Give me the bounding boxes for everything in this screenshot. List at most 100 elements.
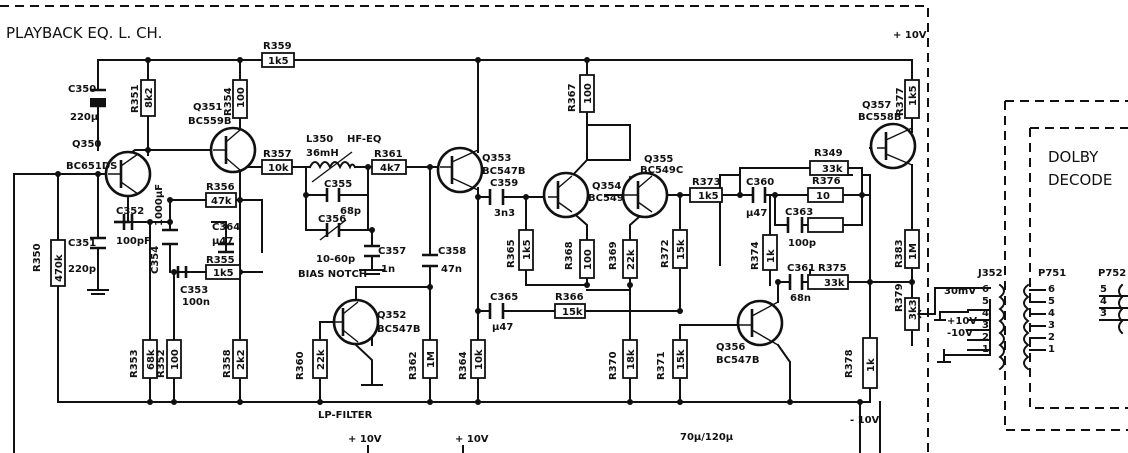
svg-text:C351: C351 (68, 238, 96, 249)
svg-text:R370: R370 (608, 351, 619, 380)
svg-text:5: 5 (982, 296, 989, 307)
svg-text:R372: R372 (660, 239, 671, 268)
svg-text:100: 100 (236, 87, 247, 108)
svg-text:C350: C350 (68, 84, 96, 95)
svg-text:μ47: μ47 (492, 322, 513, 333)
resistor-r350: R350 470k (32, 239, 66, 287)
resistor-r371: R372 15k (660, 229, 688, 269)
resistor-r367: R368 100 (564, 239, 595, 279)
svg-text:C361: C361 (787, 263, 815, 274)
inductor-l350: L350 36mH HF-EQ (306, 134, 381, 183)
svg-text:6: 6 (982, 284, 989, 295)
svg-text:C359: C359 (490, 178, 518, 189)
resistor-r375: R376 10 (807, 176, 844, 203)
capacitor-c353: C353 100n (176, 266, 210, 308)
svg-text:1n: 1n (381, 264, 395, 275)
connector-j352: J352 6 5 4 3 2 1 +10V -10V (947, 268, 1005, 371)
svg-text:R359: R359 (263, 41, 292, 52)
svg-text:1k5: 1k5 (213, 268, 234, 279)
svg-text:R371: R371 (656, 351, 667, 380)
resistor-r366: R367 100 (567, 74, 595, 113)
svg-text:22k: 22k (316, 349, 327, 370)
svg-text:R356: R356 (206, 182, 235, 193)
svg-text:C358: C358 (438, 246, 466, 257)
svg-text:100pF: 100pF (116, 236, 151, 247)
resistor-r374: R375 33k (807, 263, 849, 290)
junctions (55, 57, 915, 405)
svg-text:6: 6 (1048, 284, 1055, 295)
transistor-q350: Q350 BC651DS (66, 139, 152, 198)
supply-bottom-1: + 10V (348, 434, 382, 445)
svg-text:R365: R365 (506, 239, 517, 268)
svg-text:4: 4 (982, 308, 989, 319)
svg-text:4: 4 (1100, 296, 1107, 307)
resistor-r364: R365 1k5 (506, 229, 534, 271)
svg-text:P751: P751 (1038, 268, 1066, 279)
svg-text:μ47: μ47 (746, 208, 767, 219)
svg-text:C357: C357 (378, 246, 406, 257)
svg-text:-10V: -10V (947, 328, 973, 339)
svg-text:C364: C364 (212, 222, 240, 233)
resistor-r356: R356 47k (205, 182, 237, 208)
q355-type: BC549C (640, 165, 683, 176)
capacitor-c360: C360 μ47 (746, 177, 774, 219)
wiring (13, 59, 991, 453)
q352-ref: Q352 (377, 310, 406, 321)
connector-p752: P752 5 4 3 (1098, 268, 1128, 335)
svg-text:4: 4 (1048, 308, 1055, 319)
svg-text:15k: 15k (676, 349, 687, 370)
svg-text:R364: R364 (458, 351, 469, 380)
transistor-q354: Q354 BC549C (542, 171, 631, 219)
schematic-title: PLAYBACK EQ. L. CH. (6, 24, 162, 42)
q356-ref: Q356 (716, 342, 745, 353)
svg-text:10k: 10k (474, 349, 485, 370)
board-outline (0, 5, 1128, 453)
q354-type: BC549C (588, 193, 631, 204)
svg-text:1000μF: 1000μF (154, 184, 165, 226)
svg-text:68p: 68p (340, 206, 361, 217)
svg-text:33k: 33k (822, 164, 843, 175)
svg-text:220p: 220p (68, 264, 96, 275)
svg-text:3: 3 (1100, 308, 1107, 319)
capacitor-c363: C363 100p (785, 207, 816, 249)
svg-text:33k: 33k (824, 278, 845, 289)
svg-text:R354: R354 (223, 87, 234, 116)
svg-text:3: 3 (982, 320, 989, 331)
capacitors: C350 220μ C351 220p C352 100pF C353 100n… (68, 84, 816, 333)
svg-text:15k: 15k (676, 239, 687, 260)
svg-text:1: 1 (982, 344, 989, 355)
resistor-r349 (807, 217, 844, 233)
transistor-q353: Q353 BC547B (436, 146, 525, 194)
svg-text:5: 5 (1048, 296, 1055, 307)
transistor-q351: Q351 BC559B (188, 102, 257, 174)
q352-type: BC547B (377, 324, 420, 335)
q351-ref: Q351 (193, 102, 222, 113)
resistor-r353: R353 68k (129, 339, 158, 379)
svg-text:1k: 1k (866, 358, 877, 372)
svg-text:10k: 10k (268, 163, 289, 174)
resistor-r365: R366 15k (554, 292, 586, 319)
supply-top-label: + 10V (893, 30, 927, 41)
svg-text:R352: R352 (156, 349, 167, 378)
capacitor-c364: C364 μ47 (212, 222, 240, 254)
q350-type: BC651DS (66, 161, 117, 172)
svg-text:1k5: 1k5 (908, 85, 919, 106)
q355-ref: Q355 (644, 154, 673, 165)
transistor-q352: Q352 BC547B (332, 298, 420, 346)
tc-note: 70μ/120μ (680, 432, 734, 443)
svg-text:100n: 100n (182, 297, 210, 308)
supply-bottom-2: + 10V (455, 434, 489, 445)
resistor-r354: R354 100 (223, 79, 248, 119)
svg-text:C353: C353 (180, 285, 208, 296)
svg-text:R351: R351 (130, 84, 141, 113)
svg-text:8k2: 8k2 (144, 87, 155, 108)
svg-text:100p: 100p (788, 238, 816, 249)
svg-text:100: 100 (170, 349, 181, 370)
bias-notch-label: BIAS NOTCH (298, 269, 367, 280)
svg-text:μ47: μ47 (212, 236, 233, 247)
svg-text:3k3: 3k3 (908, 299, 919, 320)
capacitor-c352: C352 100pF (114, 206, 151, 247)
svg-text:C354: C354 (150, 246, 161, 274)
svg-text:100: 100 (583, 83, 594, 104)
